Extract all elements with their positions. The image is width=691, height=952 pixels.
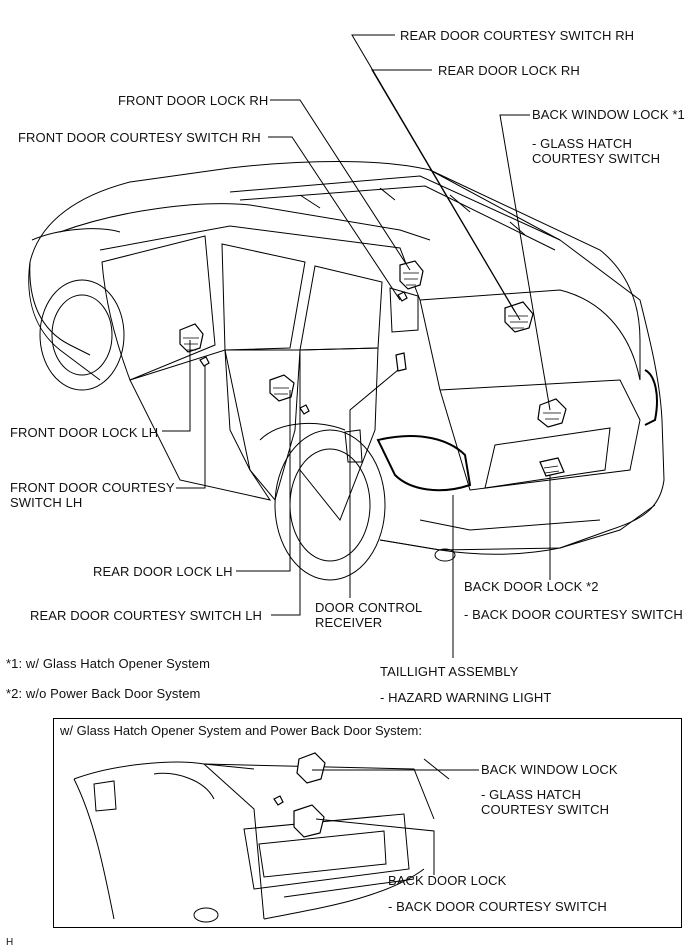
label-rear-door-lock-lh: REAR DOOR LOCK LH bbox=[93, 564, 233, 579]
label-front-door-lock-rh: FRONT DOOR LOCK RH bbox=[118, 93, 269, 108]
inset-label-back-door-courtesy-switch: - BACK DOOR COURTESY SWITCH bbox=[388, 899, 607, 914]
leader-lines bbox=[162, 34, 551, 658]
vehicle-outline bbox=[28, 161, 665, 581]
label-front-door-lock-lh: FRONT DOOR LOCK LH bbox=[10, 425, 159, 440]
inset-label-back-door-lock: BACK DOOR LOCK bbox=[388, 873, 507, 888]
inset-title: w/ Glass Hatch Opener System and Power B… bbox=[60, 723, 422, 738]
label-rear-door-courtesy-switch-rh: REAR DOOR COURTESY SWITCH RH bbox=[400, 28, 635, 43]
label-front-door-courtesy-switch-rh: FRONT DOOR COURTESY SWITCH RH bbox=[18, 130, 261, 145]
label-rear-door-lock-rh: REAR DOOR LOCK RH bbox=[438, 63, 580, 78]
label-front-door-courtesy-switch-lh: FRONT DOOR COURTESY SWITCH LH bbox=[10, 480, 175, 510]
inset-label-back-window-lock: BACK WINDOW LOCK bbox=[481, 762, 618, 777]
inset-label-glass-hatch-courtesy-switch: - GLASS HATCH COURTESY SWITCH bbox=[481, 787, 610, 817]
footnote-1: *1: w/ Glass Hatch Opener System bbox=[6, 656, 211, 671]
inset-leader-lines bbox=[312, 769, 479, 875]
inset-panel: w/ Glass Hatch Opener System and Power B… bbox=[53, 718, 682, 928]
component-details bbox=[183, 272, 561, 474]
label-back-door-lock: BACK DOOR LOCK *2 bbox=[464, 579, 599, 594]
inset-vehicle-outline bbox=[73, 758, 450, 923]
inset-vehicle-diagram bbox=[73, 752, 479, 923]
label-taillight-assembly: TAILLIGHT ASSEMBLY bbox=[380, 664, 519, 679]
page-marker: H bbox=[6, 937, 14, 948]
label-door-control-receiver: DOOR CONTROL RECEIVER bbox=[315, 600, 423, 630]
label-back-window-lock: BACK WINDOW LOCK *1 bbox=[532, 107, 685, 122]
footnote-2: *2: w/o Power Back Door System bbox=[6, 686, 201, 701]
inset-components bbox=[273, 752, 326, 838]
label-glass-hatch-courtesy-switch: - GLASS HATCH COURTESY SWITCH bbox=[532, 136, 661, 166]
label-hazard-warning-light: - HAZARD WARNING LIGHT bbox=[380, 690, 552, 705]
label-rear-door-courtesy-switch-lh: REAR DOOR COURTESY SWITCH LH bbox=[30, 608, 263, 623]
label-back-door-courtesy-switch: - BACK DOOR COURTESY SWITCH bbox=[464, 607, 683, 622]
